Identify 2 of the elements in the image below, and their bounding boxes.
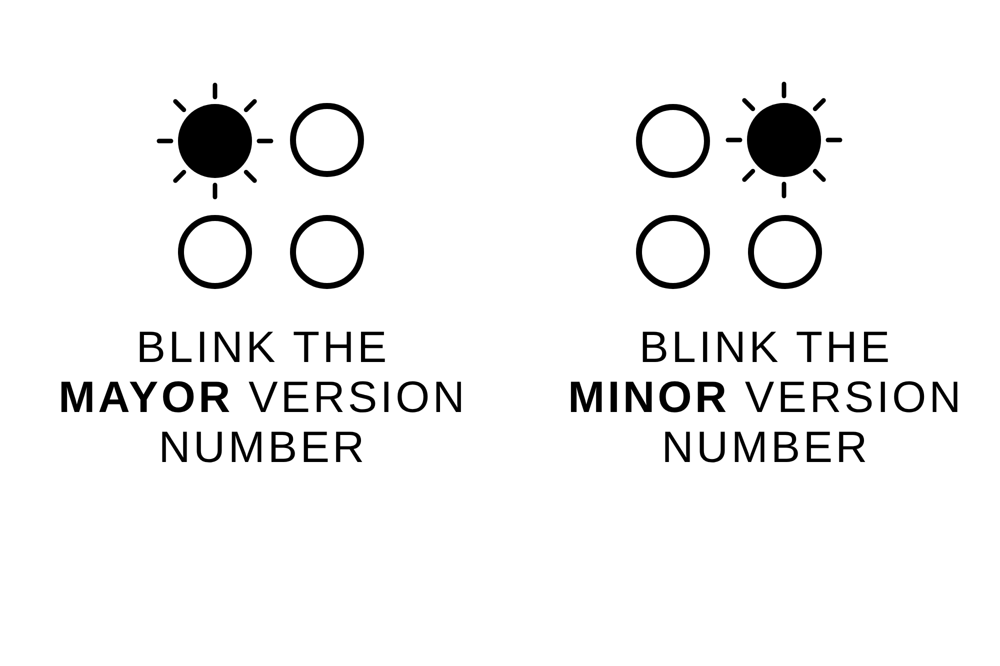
instruction-text: BLINK THE MAYOR VERSION NUMBER	[57, 323, 469, 473]
instruction-text: BLINK THE MINOR VERSION NUMBER	[567, 323, 965, 473]
